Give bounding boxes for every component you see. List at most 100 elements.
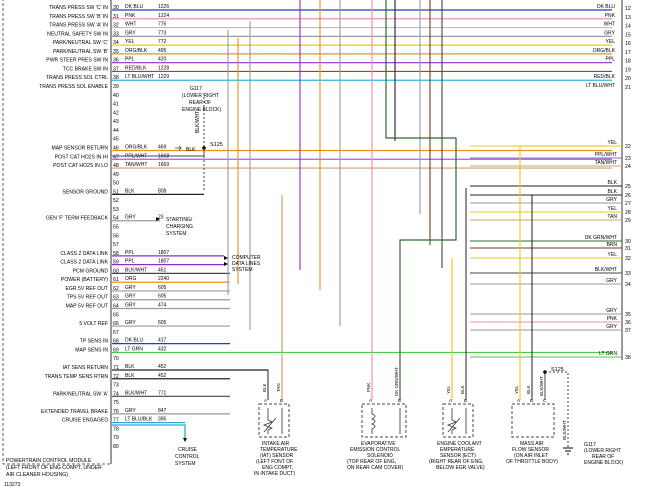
svg-text:EMPERATURE: EMPERATURE <box>440 447 475 453</box>
svg-text:B: B <box>530 398 533 403</box>
right-pin-number: 20 <box>625 76 631 82</box>
right-wire-label: BLK <box>608 180 618 186</box>
pcm-row-53: 53 <box>113 207 119 213</box>
circuit-number: 452 <box>158 364 167 370</box>
right-wire-label: WHT <box>604 22 615 28</box>
data-arrow-1 <box>224 256 228 260</box>
svg-text:A: A <box>449 398 452 403</box>
wire-color-label: BLK/WHT <box>125 267 147 273</box>
pin-number: 52 <box>113 198 119 204</box>
svg-text:BLK: BLK <box>460 385 465 394</box>
right-pin-number: 25 <box>625 184 631 190</box>
right-pin-number: 13 <box>625 15 631 21</box>
svg-text:AIR CLEANER HOUSING): AIR CLEANER HOUSING) <box>6 472 68 478</box>
right-wire-label: YEL <box>608 252 618 258</box>
pin-number: 35 <box>113 49 119 55</box>
pcm-row-70: 70 <box>113 356 119 362</box>
right-pin-number: 35 <box>625 312 631 318</box>
right-wire-label: PPL/WHT <box>595 152 617 158</box>
circuit-number: 417 <box>158 338 167 344</box>
pin-number: 32 <box>113 23 119 29</box>
svg-text:YEL: YEL <box>514 385 519 394</box>
pin-number: 72 <box>113 374 119 380</box>
circuit-number: 1224 <box>158 13 169 19</box>
pin-number: 62 <box>113 286 119 292</box>
circuit-number: 23 <box>158 215 164 221</box>
blk-wht-vertical-label: BLK/WHT <box>195 111 201 133</box>
pcm-row-50: 50 <box>113 181 119 187</box>
svg-text:A: A <box>264 398 267 403</box>
svg-text:TAN: TAN <box>276 383 281 392</box>
pcm-row-75: 75 <box>113 400 119 406</box>
wire-color-label: PNK <box>125 13 136 19</box>
right-wire-label: GRY <box>606 324 617 330</box>
pin-number: 71 <box>113 365 119 371</box>
circuit-number: 1228 <box>158 65 169 71</box>
pin-number: 49 <box>113 172 119 178</box>
svg-text:REAR OF: REAR OF <box>189 100 211 106</box>
pcm-row-78: 78 <box>113 426 119 432</box>
pin-function: NEUTRAL SAFETY SW IN <box>47 31 108 37</box>
pin-number: 41 <box>113 102 119 108</box>
right-pin-number: 16 <box>625 41 631 47</box>
pin-function: TRANS TEMP SENS RTRN <box>45 374 109 380</box>
circuit-number: 452 <box>158 373 167 379</box>
wire-color-label: ORG/BLK <box>125 48 148 54</box>
pin-number: 36 <box>113 58 119 64</box>
svg-text:SYSTEM: SYSTEM <box>175 461 196 467</box>
svg-text:BLK/WHT: BLK/WHT <box>562 420 567 440</box>
pin-function: CLASS 2 DATA LINK <box>60 251 108 257</box>
iat-thermistor-icon <box>262 408 283 434</box>
right-pin-number: 23 <box>625 156 631 162</box>
pin-number: 47 <box>113 154 119 160</box>
right-pin-number: 27 <box>625 201 631 207</box>
wire-color-label: BLK <box>125 364 135 370</box>
pin-number: 58 <box>113 251 119 257</box>
ect-sensor: YEL BLK A B ENGINE COOLANT EMPERATURE SE… <box>429 188 485 471</box>
circuit-number: 776 <box>158 22 167 28</box>
right-wire-label: PPL <box>606 57 616 63</box>
svg-text:FLOW SENSOR: FLOW SENSOR <box>512 447 549 453</box>
pin-number: 54 <box>113 216 119 222</box>
svg-text:(IAT) SENSOR: (IAT) SENSOR <box>260 453 294 459</box>
circuit-number: 605 <box>158 285 167 291</box>
right-wire-label: YEL <box>608 206 618 212</box>
pin-number: 75 <box>113 400 119 406</box>
right-pin-number: 14 <box>625 24 631 30</box>
circuit-number: 847 <box>158 408 167 414</box>
pin-number: 61 <box>113 277 119 283</box>
pin-number: 80 <box>113 444 119 450</box>
svg-text:B: B <box>280 398 283 403</box>
svg-text:MASS AIR: MASS AIR <box>520 441 544 447</box>
pin-function: POWER (BATTERY) <box>61 277 108 283</box>
pin-function: PARK/NEUTRAL SW 'B' <box>53 49 108 55</box>
circuit-number: 1669 <box>158 162 169 168</box>
circuit-number: 771 <box>158 390 167 396</box>
svg-text:OF THROTTLE BODY): OF THROTTLE BODY) <box>506 459 558 465</box>
svg-text:POWERTRAIN CONTROL MODULE: POWERTRAIN CONTROL MODULE <box>6 458 92 464</box>
circuit-number: 474 <box>158 303 167 309</box>
svg-text:B: B <box>398 398 401 403</box>
pin-function: MAP SENS IN <box>75 347 108 353</box>
svg-text:SENSOR (ECT): SENSOR (ECT) <box>440 453 476 459</box>
circuit-number: 605 <box>158 320 167 326</box>
svg-text:(LOWER RIGHT: (LOWER RIGHT <box>584 448 621 454</box>
svg-text:DK GRN/WHT: DK GRN/WHT <box>394 367 399 396</box>
svg-text:(ON AIR INLET: (ON AIR INLET <box>514 453 548 459</box>
svg-text:DATA LINES: DATA LINES <box>232 261 261 267</box>
pin-number: 44 <box>113 128 119 134</box>
pin-number: 57 <box>113 242 119 248</box>
right-pin-number: 38 <box>625 355 631 361</box>
right-pin-number: 24 <box>625 164 631 170</box>
s125-top-label: S125 <box>210 142 223 148</box>
pin-function: PWR STEER PRES SW IN <box>46 58 108 64</box>
wire-color-label: BLK/WHT <box>125 390 147 396</box>
wire-color-label: PPL <box>125 250 135 256</box>
right-wire-label: BLK <box>608 189 618 195</box>
